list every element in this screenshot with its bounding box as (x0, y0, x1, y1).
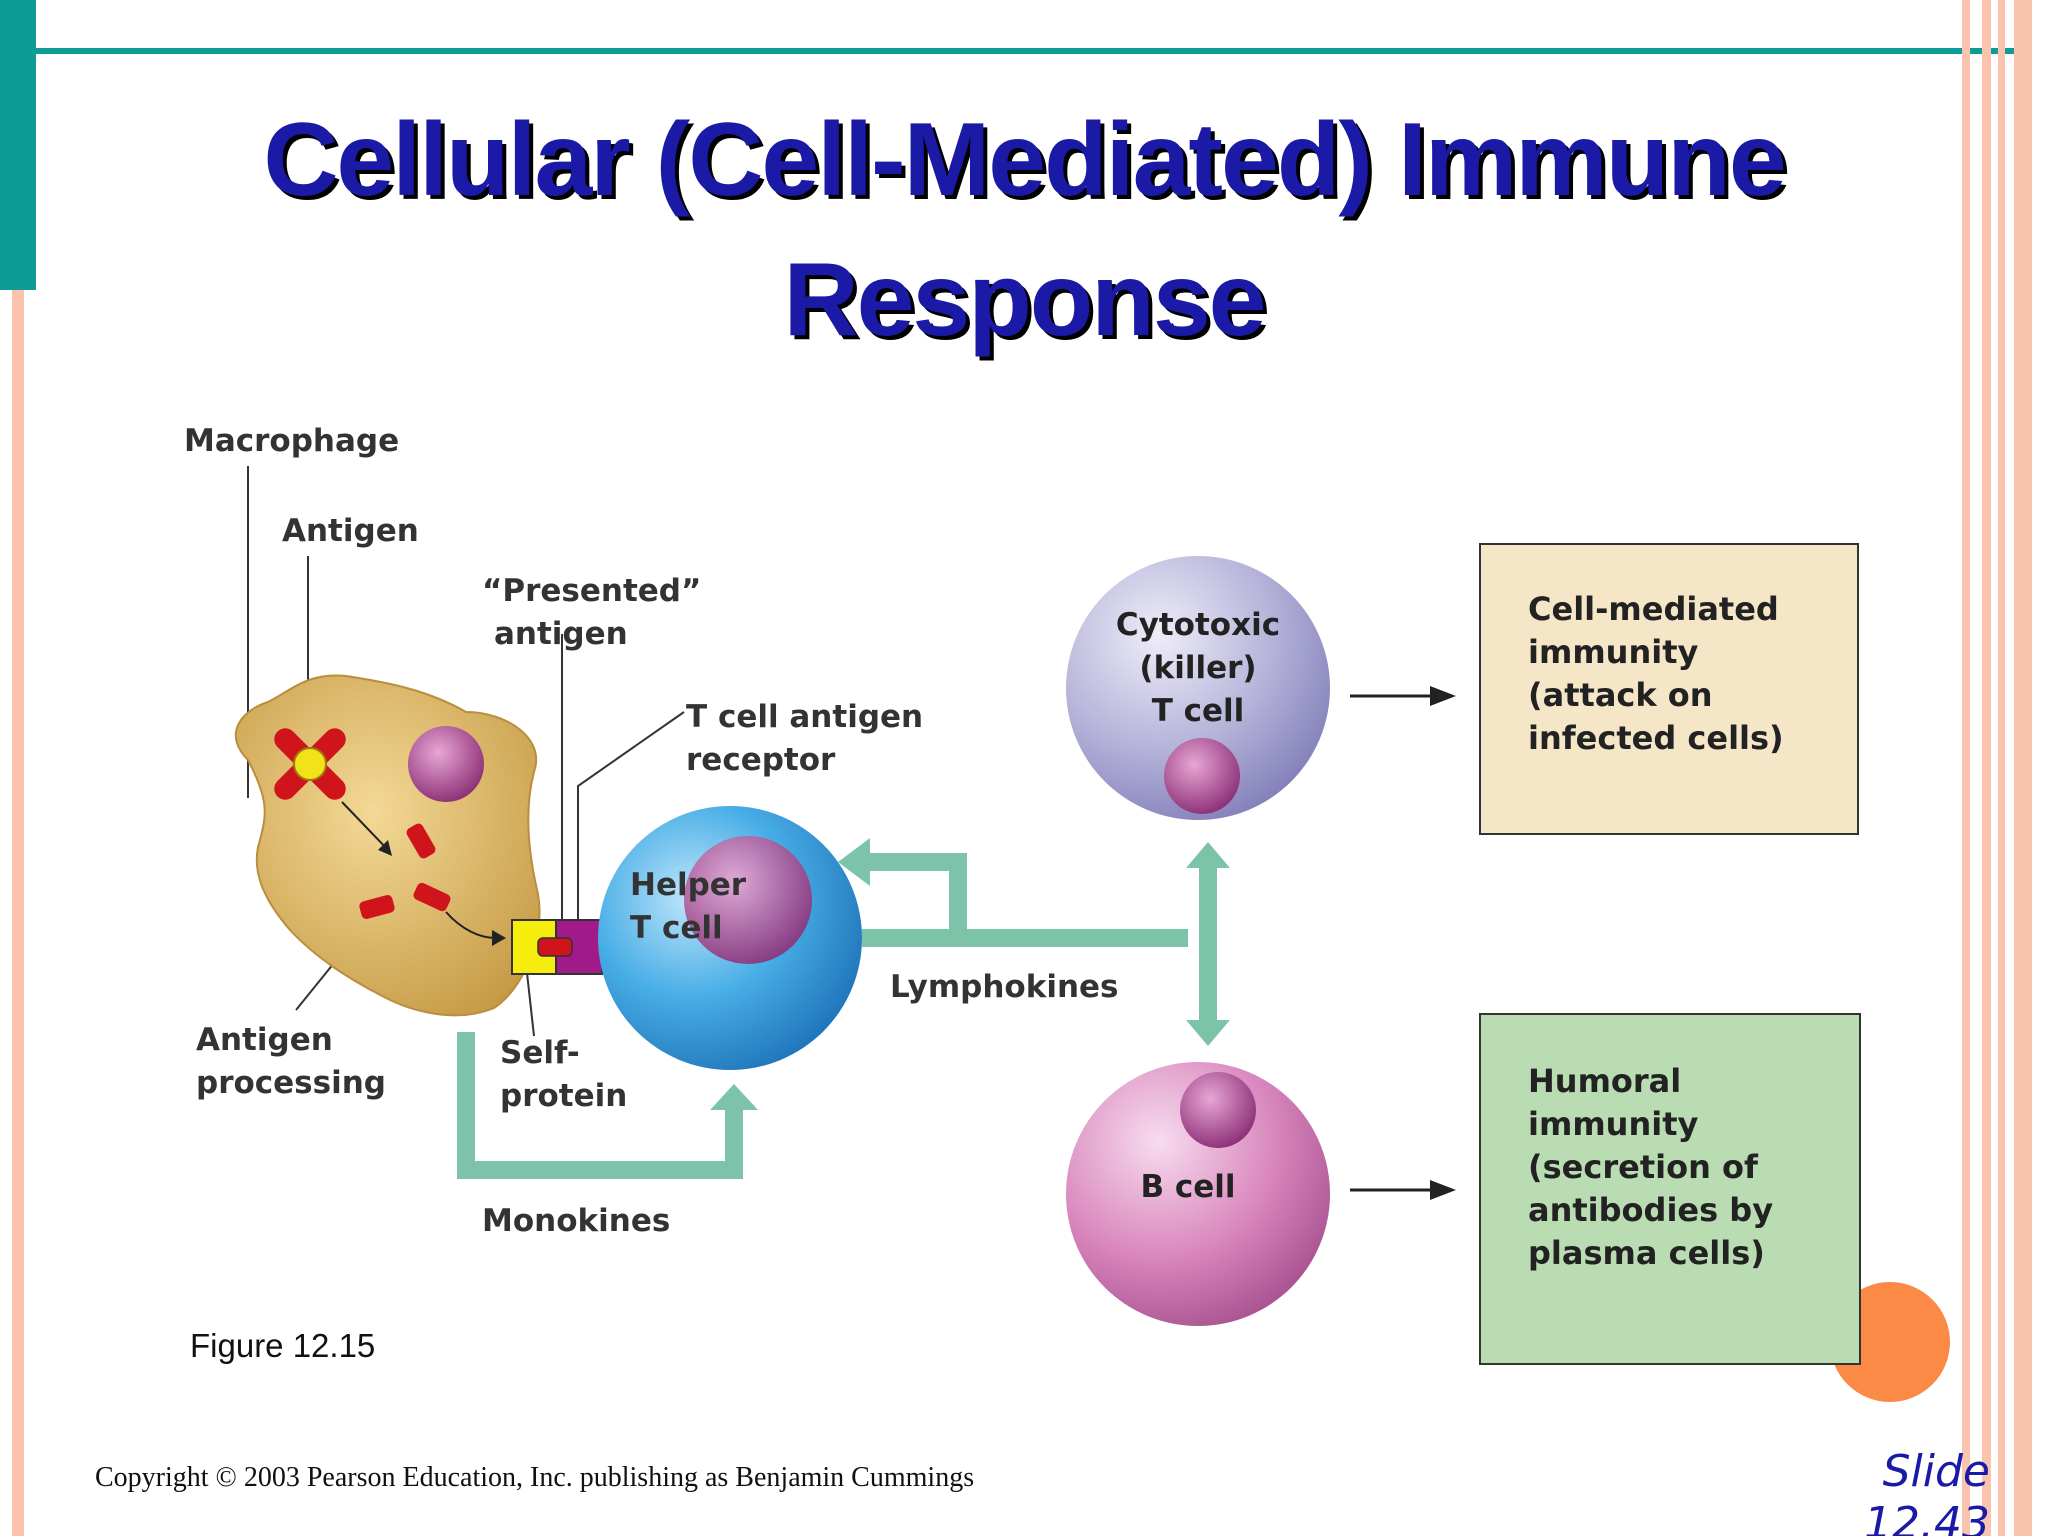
processing-arrow-2 (445, 911, 497, 939)
cell-mediated-box (1479, 543, 1859, 835)
humoral-box-line-3: (secretion of (1528, 1148, 1758, 1186)
left-salmon-stripe (12, 290, 24, 1536)
t-cell-antigen-receptor-label-line-1: T cell antigen (686, 699, 924, 735)
cell-mediated-box-line-1: Cell-mediated (1528, 590, 1779, 628)
b-cell (1066, 1062, 1330, 1326)
humoral-box (1479, 1013, 1861, 1365)
lymphokines-feedback-arrow (862, 853, 967, 947)
self-protein-label-line-2: protein (500, 1078, 628, 1114)
b-cell-arrow-head (1186, 1020, 1230, 1046)
cytotoxic-t-cell-label-line-1: Cytotoxic (1115, 607, 1281, 643)
right-salmon-stripe-4 (2014, 0, 2032, 1536)
figure-label: Figure 12.15 (190, 1327, 376, 1364)
cytotoxic-arrow-head (1186, 842, 1230, 868)
top-teal-rule (36, 48, 2032, 54)
t-cell-receptor-block (555, 919, 603, 975)
left-teal-bar (0, 0, 36, 290)
cytotoxic-t-cell-nucleus (1164, 738, 1240, 814)
antigen-processing-label-line-2: processing (196, 1065, 386, 1101)
right-salmon-stripe-3 (1998, 0, 2005, 1536)
slide-title-line-2: Response (783, 242, 1266, 358)
b-cell-nucleus (1180, 1072, 1256, 1148)
helper-t-cell-label: Helper T cell (630, 864, 746, 950)
cytotoxic-t-cell (1066, 556, 1330, 820)
cell-mediated-box-text: Cell-mediated immunity (attack on infect… (1528, 588, 1784, 760)
slide-number: Slide 12.43 (1864, 1446, 1990, 1536)
lymphokines-label: Lymphokines (890, 969, 1119, 1005)
right-salmon-stripe-1 (1962, 0, 1970, 1536)
monokines-arrow-head (710, 1084, 758, 1110)
humoral-box-text: Humoral immunity (secretion of antibodie… (1528, 1060, 1773, 1275)
macrophage-label: Macrophage (184, 423, 400, 459)
presented-antigen-label-line-2: antigen (494, 616, 628, 652)
slide-number-value: 12.43 (1864, 1498, 1990, 1536)
antigen-fragment-2 (359, 895, 395, 919)
cell-mediated-box-line-4: infected cells) (1528, 719, 1784, 757)
antigen-fragment-3 (413, 882, 451, 912)
b-cell-label: B cell (1140, 1169, 1236, 1205)
slide-number-word: Slide (1882, 1446, 1990, 1497)
cell-mediated-box-line-2: immunity (1528, 633, 1699, 671)
monokines-label: Monokines (482, 1203, 671, 1239)
t-cell-receptor-leader-line (577, 711, 685, 930)
antigen-fragment-1 (406, 823, 436, 859)
t-cell-antigen-receptor-label-line-2: receptor (686, 742, 836, 778)
cytotoxic-t-cell-label: Cytotoxic (killer) T cell (1098, 604, 1298, 733)
lymphokines-pathway (862, 853, 1217, 1026)
self-protein-label: Self- protein (500, 1032, 627, 1118)
cytotoxic-t-cell-label-line-2: (killer) (1139, 650, 1257, 686)
helper-t-cell-label-line-1: Helper (630, 867, 747, 903)
humoral-box-line-2: immunity (1528, 1105, 1699, 1143)
right-salmon-stripe-2 (1982, 0, 1991, 1536)
humoral-box-line-1: Humoral (1528, 1062, 1682, 1100)
presented-antigen-block (537, 937, 573, 957)
feedback-arrow-head (838, 838, 870, 886)
processing-arrow-1-head (378, 840, 392, 856)
processing-arrow-2-head (492, 930, 506, 946)
humoral-arrow-head (1430, 1180, 1456, 1200)
slide-title-line-1: Cellular (Cell-Mediated) Immune (263, 102, 1786, 218)
monokines-pathway (457, 1032, 743, 1179)
cell-mediated-box-line-3: (attack on (1528, 676, 1713, 714)
helper-t-cell-label-line-2: T cell (630, 910, 723, 946)
copyright-notice: Copyright © 2003 Pearson Education, Inc.… (95, 1462, 975, 1493)
helper-t-cell-nucleus (684, 836, 812, 964)
presented-antigen-label-line-1: “Presented” (482, 573, 702, 609)
antigen-x-icon (274, 728, 346, 800)
antigen-processing-label: Antigen processing (196, 1019, 386, 1105)
cytotoxic-t-cell-label-line-3: T cell (1151, 693, 1245, 729)
antigen-label: Antigen (282, 513, 419, 549)
cell-mediated-arrow-head (1430, 686, 1456, 706)
antigen-processing-label-line-1: Antigen (196, 1022, 333, 1058)
presented-antigen-label: “Presented” antigen (482, 570, 701, 656)
self-protein-label-line-1: Self- (500, 1035, 580, 1071)
self-protein-leader-line (525, 963, 535, 1037)
processing-arrow-1 (341, 801, 389, 851)
humoral-box-line-4: antibodies by (1528, 1191, 1774, 1229)
macrophage-nucleus (408, 726, 484, 802)
humoral-box-line-5: plasma cells) (1528, 1234, 1765, 1272)
t-cell-antigen-receptor-label: T cell antigen receptor (686, 696, 923, 782)
